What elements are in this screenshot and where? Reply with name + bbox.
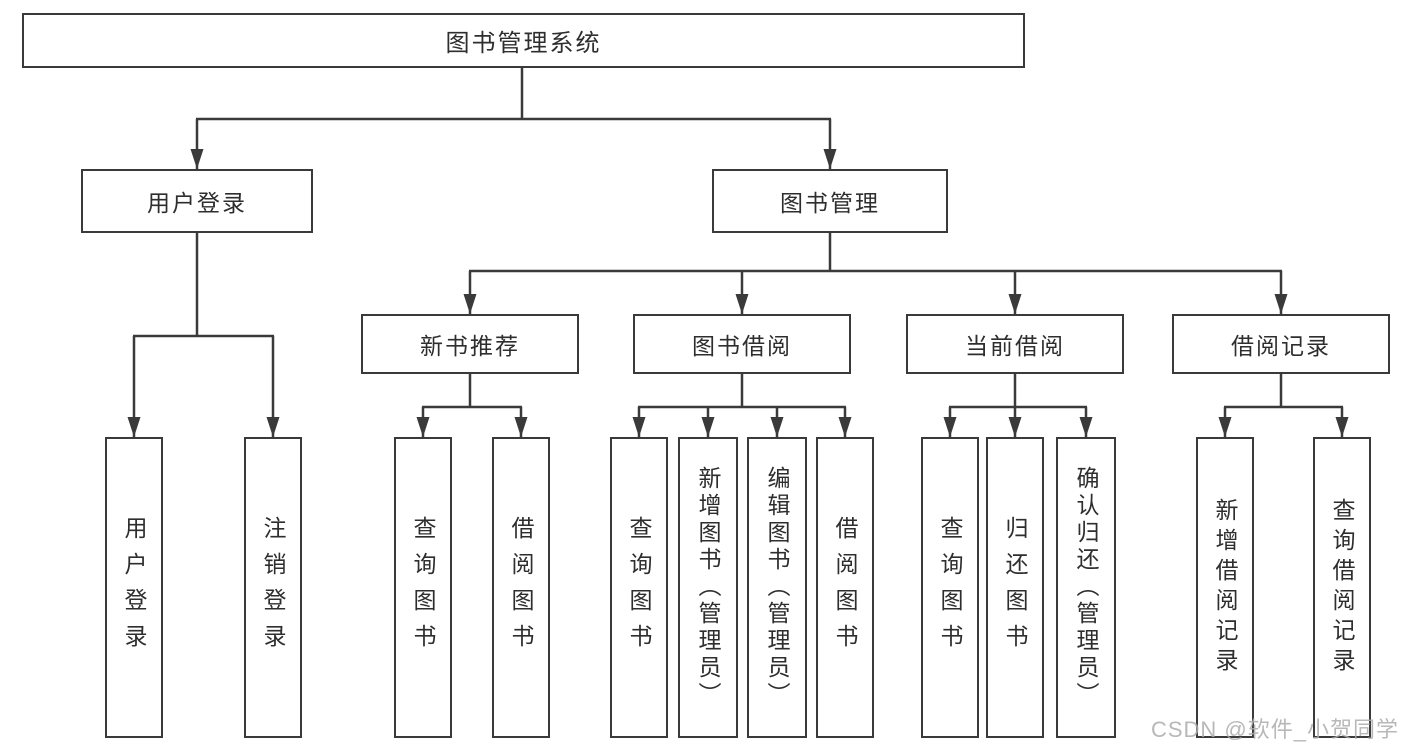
- node-label: 查询借阅记录: [1329, 497, 1355, 678]
- node-borrow-records: 借阅记录: [1172, 314, 1390, 374]
- node-label: 新书推荐: [420, 333, 520, 359]
- node-label: 注销登录: [260, 515, 286, 660]
- node-library-management-system: 图书管理系统: [22, 13, 1025, 68]
- node-current-borrow: 当前借阅: [906, 314, 1124, 374]
- node-label: 查询图书: [937, 515, 963, 660]
- leaf-logout: 注销登录: [244, 437, 302, 738]
- node-label: 查询图书: [410, 515, 436, 660]
- leaf-query-books-current: 查询图书: [921, 437, 979, 738]
- node-label: 用户登录: [147, 190, 247, 216]
- leaf-borrow-books-recommend: 借阅图书: [492, 437, 550, 738]
- node-book-management: 图书管理: [712, 169, 948, 233]
- node-label: 当前借阅: [965, 333, 1065, 359]
- leaf-borrow-books: 借阅图书: [816, 437, 874, 738]
- node-label: 借阅记录: [1231, 333, 1331, 359]
- node-label: 新增图书（管理员）: [695, 466, 721, 709]
- csdn-watermark: CSDN @软件_小贺同学: [1150, 717, 1399, 742]
- leaf-confirm-return-admin: 确认归还（管理员）: [1056, 437, 1116, 738]
- node-book-borrow: 图书借阅: [633, 314, 851, 374]
- node-label: 借阅图书: [832, 515, 858, 660]
- leaf-user-login: 用户登录: [105, 437, 163, 738]
- node-label: 新增借阅记录: [1212, 497, 1238, 678]
- leaf-query-borrow-record: 查询借阅记录: [1313, 437, 1371, 738]
- node-label: 确认归还（管理员）: [1073, 466, 1099, 709]
- leaf-edit-books-admin: 编辑图书（管理员）: [747, 437, 807, 738]
- leaf-add-borrow-record: 新增借阅记录: [1196, 437, 1254, 738]
- node-new-book-recommend: 新书推荐: [361, 314, 579, 374]
- node-label: 借阅图书: [508, 515, 534, 660]
- node-user-login: 用户登录: [81, 169, 313, 233]
- node-label: 查询图书: [626, 515, 652, 660]
- node-label: 图书借阅: [692, 333, 792, 359]
- node-label: 图书管理: [780, 190, 880, 216]
- node-label: 图书管理系统: [445, 30, 602, 57]
- leaf-add-books-admin: 新增图书（管理员）: [678, 437, 738, 738]
- node-label: 归还图书: [1002, 515, 1028, 660]
- node-label: 编辑图书（管理员）: [764, 466, 790, 709]
- leaf-query-books-recommend: 查询图书: [394, 437, 452, 738]
- node-label: 用户登录: [121, 515, 147, 660]
- leaf-query-books-borrow: 查询图书: [610, 437, 668, 738]
- leaf-return-books: 归还图书: [986, 437, 1044, 738]
